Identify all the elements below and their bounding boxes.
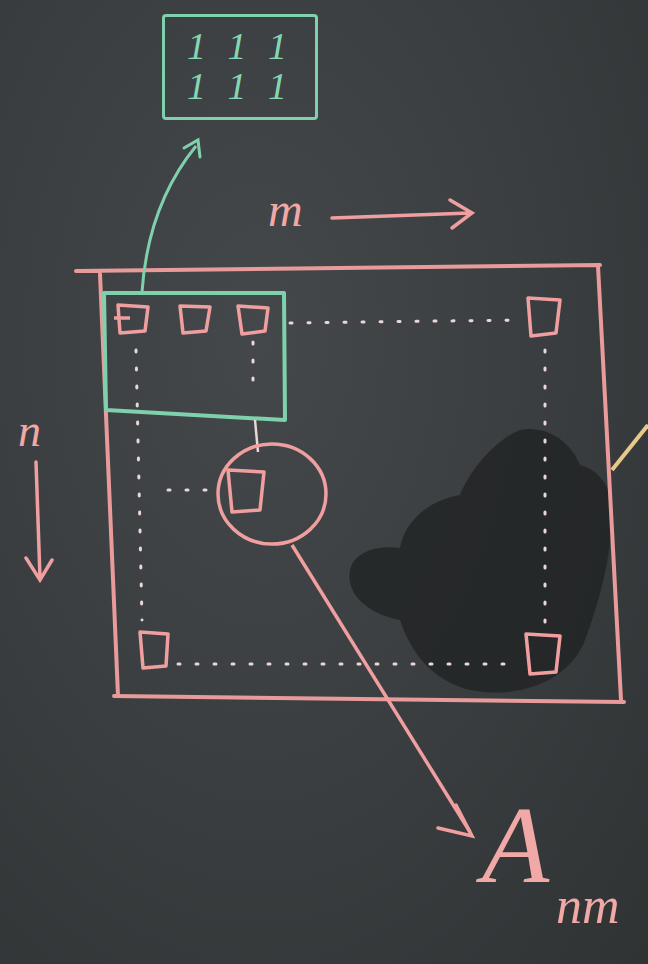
matrix-cell (526, 634, 560, 674)
matrix-cell (180, 306, 210, 333)
dotted-line (178, 663, 516, 666)
direction-arrow (332, 200, 472, 228)
direction-arrow (26, 462, 52, 580)
dotted-line (252, 342, 255, 395)
dotted-line (544, 350, 547, 622)
leader-arrow (142, 146, 196, 292)
matrix-cell (114, 305, 148, 333)
hand-shadow (349, 429, 612, 693)
arrowhead (438, 805, 472, 836)
arrowhead (184, 140, 200, 157)
element-circle (218, 444, 326, 544)
element-label: A (482, 790, 549, 900)
dotted-line (168, 489, 214, 492)
matrix-cell (238, 306, 268, 334)
matrix-cell (140, 632, 168, 668)
matrix-cell (528, 298, 560, 336)
leader-arrow (292, 545, 470, 832)
matrix-cell (228, 470, 264, 512)
axis-label: n (18, 408, 41, 454)
dotted-line (290, 320, 520, 323)
submatrix-outline (104, 293, 285, 420)
value-box: 1 1 11 1 1 (162, 14, 318, 120)
element-label: nm (556, 880, 620, 932)
matrix-row: 1 1 1 (187, 67, 293, 107)
axis-label: m (268, 186, 303, 234)
matrix-row: 1 1 1 (187, 27, 293, 67)
chalk-stick (612, 425, 648, 470)
dotted-line (136, 350, 142, 620)
